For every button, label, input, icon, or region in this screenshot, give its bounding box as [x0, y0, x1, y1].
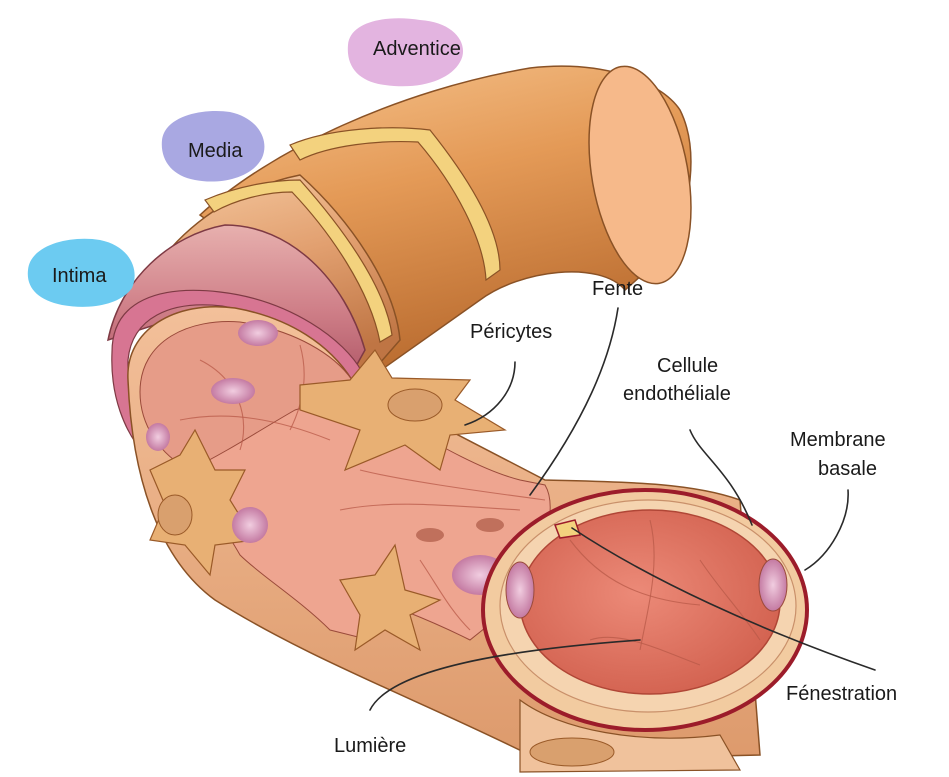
label-intima: Intima [52, 265, 107, 287]
endothelial-nucleus [759, 559, 787, 611]
vessel-cross-section [483, 490, 807, 730]
organelle [476, 518, 504, 532]
nucleus [238, 320, 278, 346]
intima-bubble: Intima [28, 239, 135, 307]
adventice-bubble: Adventice [348, 18, 463, 86]
label-pericytes: Péricytes [470, 321, 552, 343]
lumen [520, 510, 780, 694]
label-cellule-line1: Cellule [657, 355, 718, 377]
label-membrane-line1: Membrane [790, 429, 886, 451]
label-membrane-line2: basale [818, 458, 877, 480]
nucleus [146, 423, 170, 451]
label-lumiere: Lumière [334, 735, 406, 757]
label-fente: Fente [592, 278, 643, 300]
label-adventice: Adventice [373, 38, 461, 60]
nucleus [211, 378, 255, 404]
label-media: Media [188, 140, 243, 162]
leader-membrane [805, 490, 848, 570]
organelle [416, 528, 444, 542]
label-fenestration: Fénestration [786, 683, 897, 705]
endothelial-nucleus [506, 562, 534, 618]
nucleus [232, 507, 268, 543]
pericyte-nucleus [388, 389, 442, 421]
media-bubble: Media [162, 111, 265, 182]
pericyte-nucleus [158, 495, 192, 535]
label-cellule-line2: endothéliale [623, 383, 731, 405]
